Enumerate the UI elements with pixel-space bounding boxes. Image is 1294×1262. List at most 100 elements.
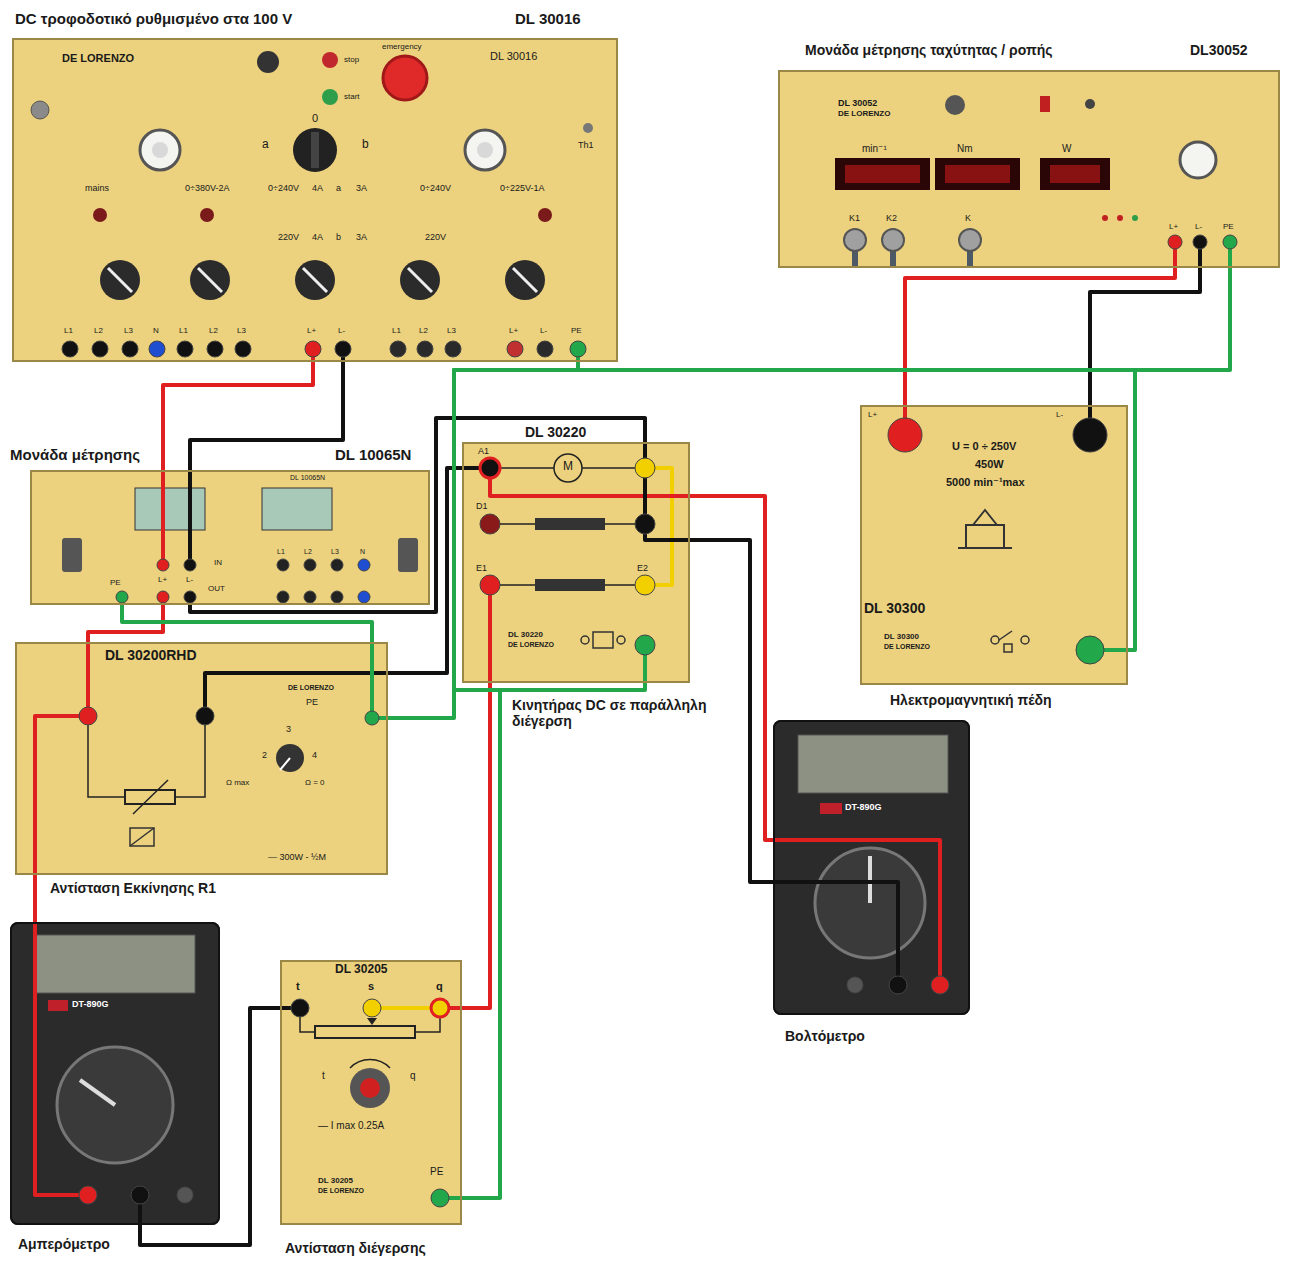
terminal (635, 458, 655, 478)
thermal-indicator (583, 123, 593, 133)
rheostat-knob (350, 1068, 390, 1108)
brand-badge (48, 1000, 68, 1011)
terminal (196, 707, 214, 725)
terminal-label: L- (540, 326, 547, 335)
terminal (277, 559, 289, 571)
output-rating: 0÷240V (268, 183, 299, 193)
connection-wire (490, 468, 940, 985)
serial-port (398, 538, 418, 572)
terminal-label: L1 (179, 326, 188, 335)
sensor-icon (1021, 636, 1029, 644)
display-digits (945, 165, 1010, 183)
terminal (480, 575, 500, 595)
output-rating: mains (85, 183, 109, 193)
armature-lead (500, 467, 554, 469)
terminal (157, 591, 169, 603)
terminal (207, 341, 223, 357)
output-rating: 0÷240V (420, 183, 451, 193)
terminal (1073, 418, 1107, 452)
rheostat-arrow (133, 780, 168, 814)
led-display (835, 158, 930, 190)
rheostat-knob (276, 744, 304, 772)
terminal (537, 341, 553, 357)
terminal (507, 341, 523, 357)
resistor-panel (280, 960, 462, 1225)
connector-k1 (31, 101, 49, 119)
terminal (635, 575, 655, 595)
model-number: DL 30016 (515, 10, 581, 27)
dial-end-label: q (410, 1070, 416, 1082)
terminal-label: E2 (637, 563, 648, 573)
switch-position: a (336, 183, 341, 193)
terminal-label: E1 (476, 563, 487, 573)
series-winding (535, 518, 605, 530)
rating-label: — I max 0.25A (318, 1120, 384, 1132)
button-label: emergency (382, 42, 422, 51)
dial-position: 3 (286, 724, 291, 734)
display-digits (1050, 165, 1100, 183)
terminal (1076, 636, 1104, 664)
sensor-icon (581, 636, 589, 644)
terminal-label: L+ (868, 410, 877, 419)
model-number: DL 30205 (318, 1176, 353, 1185)
terminal (888, 418, 922, 452)
terminal-label: PE (110, 578, 121, 587)
measurement-unit: Μονάδα μέτρησηςDL 10065NDL 10065NINOUTL+… (30, 470, 430, 605)
terminal-label: s (368, 980, 374, 993)
supply-panel (12, 38, 618, 362)
sensor-connector (844, 229, 866, 251)
terminal-label: L+ (307, 326, 316, 335)
terminal-label: L3 (237, 326, 246, 335)
terminal-label: L3 (447, 326, 456, 335)
dial-pointer (80, 1080, 115, 1105)
output-rating: 3A (356, 183, 367, 193)
terminal (358, 559, 370, 571)
rotary-switch (100, 260, 140, 300)
terminal (480, 514, 500, 534)
terminal (635, 635, 655, 655)
meter-panel (30, 470, 430, 605)
brand-label: DE LORENZO (318, 1187, 364, 1195)
sensor-cable (967, 250, 973, 268)
terminal-label: D1 (476, 501, 488, 511)
adjust-knob (465, 130, 505, 170)
terminal (304, 559, 316, 571)
terminal (635, 514, 655, 534)
voltmeter: DT-890GΒολτόμετρο (773, 720, 970, 1015)
range-dial (57, 1047, 173, 1163)
terminal-label: PE (430, 1166, 443, 1178)
output-rating: 3A (356, 232, 367, 242)
brand-label: DE LORENZO (62, 52, 134, 65)
led-display (935, 158, 1020, 190)
output-rating: 0÷225V-1A (500, 183, 544, 193)
terminal-label: L- (1056, 410, 1063, 419)
button-label: start (344, 92, 360, 101)
rheostat-symbol (315, 1026, 415, 1038)
connection-wire (454, 349, 645, 690)
model-number: DL 30016 (490, 50, 537, 63)
port-label: OUT (208, 584, 225, 593)
terminal (570, 341, 586, 357)
rheostat-leads (300, 1017, 440, 1032)
terminal (92, 341, 108, 357)
rotary-switch (295, 260, 335, 300)
terminal-label: L- (1195, 222, 1202, 231)
led-display (1040, 158, 1110, 190)
rotary-pointer (513, 268, 537, 292)
model-number: DL 10065N (290, 474, 325, 482)
sensor-icon (999, 631, 1012, 640)
resistor-icon (130, 828, 154, 846)
dial-position: 2 (262, 750, 267, 760)
terminal (122, 341, 138, 357)
terminal-label: t (296, 980, 300, 993)
stop-button (322, 52, 338, 68)
connection-wire (140, 1008, 300, 1245)
module-heading: DC τροφοδοτικό ρυθμισμένο στα 100 V (15, 10, 292, 27)
terminal-label: PE (306, 697, 318, 707)
brand-label: DT-890G (72, 999, 109, 1009)
serial-port (62, 538, 82, 572)
terminal (277, 591, 289, 603)
terminal (363, 999, 381, 1017)
knob-pointer (280, 758, 290, 770)
